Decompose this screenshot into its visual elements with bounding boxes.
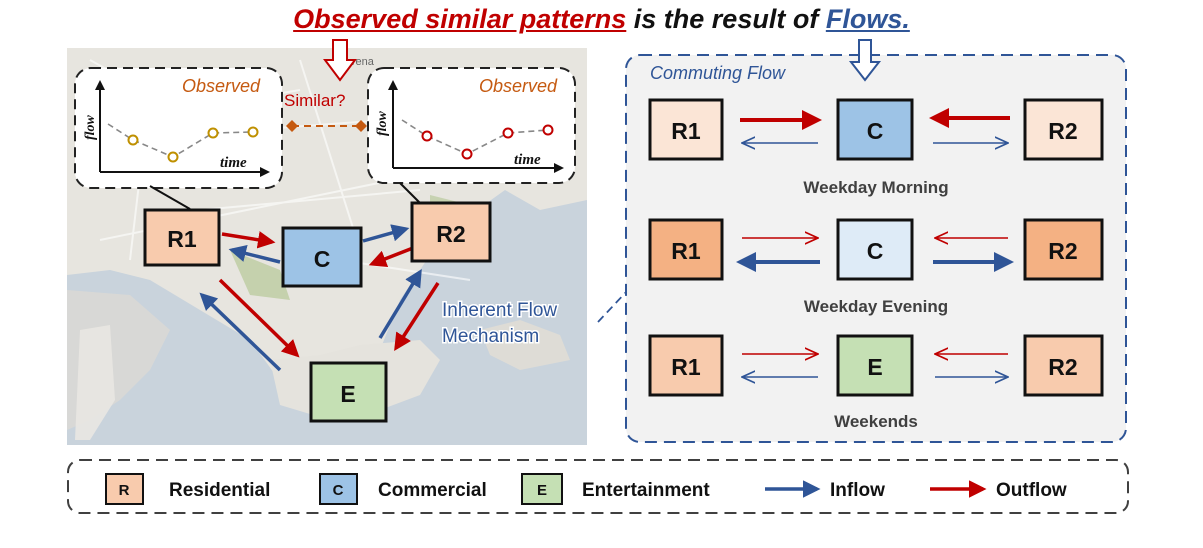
row2-center-label: C [867, 238, 884, 264]
legend: R Residential C Commercial E Entertainme… [67, 459, 1129, 514]
row1-right-node [1023, 98, 1104, 161]
row2-center-node [836, 218, 914, 281]
row-weekday-evening: R1 C R2 Weekday Evening [648, 218, 1104, 316]
map-node-r2: R2 [410, 201, 492, 263]
row3-caption: Weekends [834, 412, 918, 431]
legend-residential-label: Residential [169, 480, 270, 501]
similar-label: Similar? [284, 91, 345, 110]
connector-left [149, 185, 191, 210]
legend-inflow-label: Inflow [830, 480, 885, 501]
commuting-flow-title: Commuting Flow [650, 63, 786, 83]
row3-center-node [836, 334, 914, 397]
legend-outflow-label: Outflow [996, 480, 1067, 501]
map-arrow-c-to-r1 [228, 244, 281, 264]
row-weekday-morning: R1 C R2 Weekday Morning [648, 98, 1104, 197]
map-arrow-r1-to-c [221, 231, 276, 249]
row3-left-node [648, 334, 724, 397]
data-point-left-1 [127, 134, 139, 146]
title-highlight-observed: Observed similar patterns [293, 4, 627, 34]
map-node-r1-label: R1 [167, 226, 197, 252]
map-node-e-label: E [340, 381, 355, 407]
mechanism-connector [597, 289, 629, 323]
legend-commercial-swatch [319, 473, 358, 505]
title-middle: is the result of [626, 4, 826, 34]
row1-left-node [648, 98, 724, 161]
row3-left-label: R1 [671, 354, 701, 380]
similar-down-arrow [323, 39, 357, 82]
x-axis-label-left: time [220, 155, 247, 171]
data-point-right-3 [502, 127, 514, 139]
map-node-r2-label: R2 [436, 221, 465, 247]
data-point-left-4 [247, 126, 259, 138]
row3-right-node [1023, 334, 1104, 397]
legend-entertainment-label: Entertainment [582, 480, 710, 501]
map-node-r1: R1 [143, 208, 221, 267]
legend-commercial-key: C [333, 482, 344, 499]
mechanism-label-line2: Mechanism [442, 326, 539, 347]
observed-panel-right: Observed flow time [367, 67, 576, 184]
legend-entertainment-key: E [537, 482, 547, 499]
connector-right [399, 182, 421, 204]
legend-residential-key: R [119, 482, 130, 499]
row1-left-label: R1 [671, 118, 701, 144]
row2-left-label: R1 [671, 238, 701, 264]
row1-center-label: C [867, 118, 884, 144]
map-arrow-r2-to-c [368, 246, 414, 268]
map-arrow-e-to-r1 [199, 292, 282, 372]
data-point-left-3 [207, 127, 219, 139]
legend-commercial-label: Commercial [378, 480, 487, 501]
y-axis-label-right: flow [375, 110, 390, 136]
row2-right-label: R2 [1048, 238, 1077, 264]
row3-right-label: R2 [1048, 354, 1077, 380]
map-node-c: C [281, 226, 363, 288]
row2-right-node [1023, 218, 1104, 281]
map-node-e: E [309, 361, 388, 423]
data-point-right-4 [542, 124, 554, 136]
row3-center-label: E [867, 354, 882, 380]
flows-down-arrow [848, 39, 882, 82]
row1-right-label: R2 [1048, 118, 1077, 144]
observed-label-left: Observed [182, 76, 261, 96]
row-weekends: R1 E R2 Weekends [648, 334, 1104, 431]
row2-left-node [648, 218, 724, 281]
title-highlight-flows: Flows. [825, 4, 910, 34]
map-arrow-e-to-r2 [378, 269, 422, 339]
data-point-right-1 [421, 130, 433, 142]
y-axis-label-left: flow [83, 114, 98, 140]
similar-diamond-left [286, 120, 298, 132]
row1-caption: Weekday Morning [803, 178, 948, 197]
map-arrow-r1-to-e [218, 278, 300, 358]
data-point-right-2 [461, 148, 473, 160]
map-arrow-r2-to-e [394, 282, 440, 351]
row2-caption: Weekday Evening [804, 297, 948, 316]
similar-diamond-right [355, 120, 367, 132]
x-axis-label-right: time [514, 152, 541, 168]
mechanism-label-line1: Inherent Flow [442, 300, 557, 321]
figure-title: Observed similar patterns is the result … [0, 4, 1203, 35]
legend-residential-swatch [105, 473, 144, 505]
observed-label-right: Observed [479, 76, 558, 96]
observed-panel-left: Observed flow time [74, 67, 283, 189]
map-node-c-label: C [314, 246, 331, 272]
map-flow-arrows [199, 224, 440, 372]
data-point-left-2 [167, 151, 179, 163]
map-arrow-c-to-r2 [362, 224, 410, 243]
row1-center-node [836, 98, 914, 161]
legend-entertainment-swatch [521, 473, 563, 505]
